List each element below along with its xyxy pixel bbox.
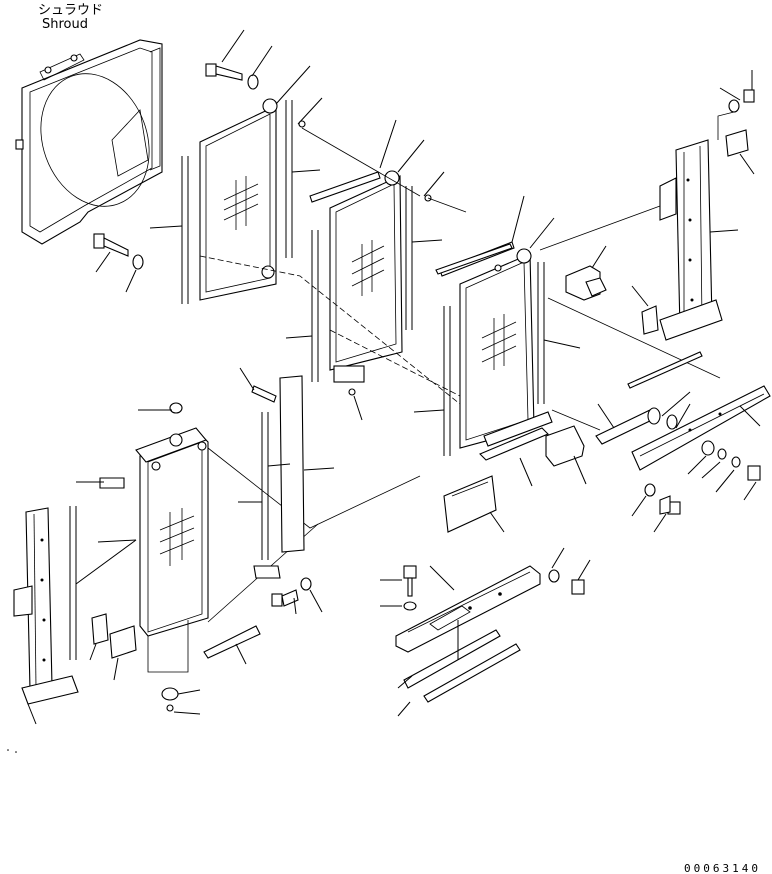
- shroud-label-jp: シュラウド: [38, 3, 103, 18]
- bolt-part: [631, 483, 681, 533]
- bolt-part: [205, 29, 273, 90]
- drawing-number: 00063140: [684, 862, 761, 874]
- mount-part: [443, 425, 587, 533]
- radiator-front-part: [76, 402, 209, 715]
- bracket-part: [565, 245, 607, 301]
- tray-part: [380, 547, 591, 717]
- shroud-part: [15, 39, 163, 245]
- radiator-core-part: [413, 195, 581, 456]
- support-pillar-part: [631, 70, 755, 341]
- shroud-label-en: Shroud: [42, 17, 88, 32]
- radiator-core-part: [149, 65, 323, 304]
- bolt-part: [271, 577, 323, 615]
- support-beam-part: [595, 385, 771, 501]
- bolt-part: [93, 233, 144, 293]
- radiator-core-part: [285, 119, 445, 421]
- plate-part: [238, 367, 335, 579]
- support-pillar-part: [13, 507, 137, 725]
